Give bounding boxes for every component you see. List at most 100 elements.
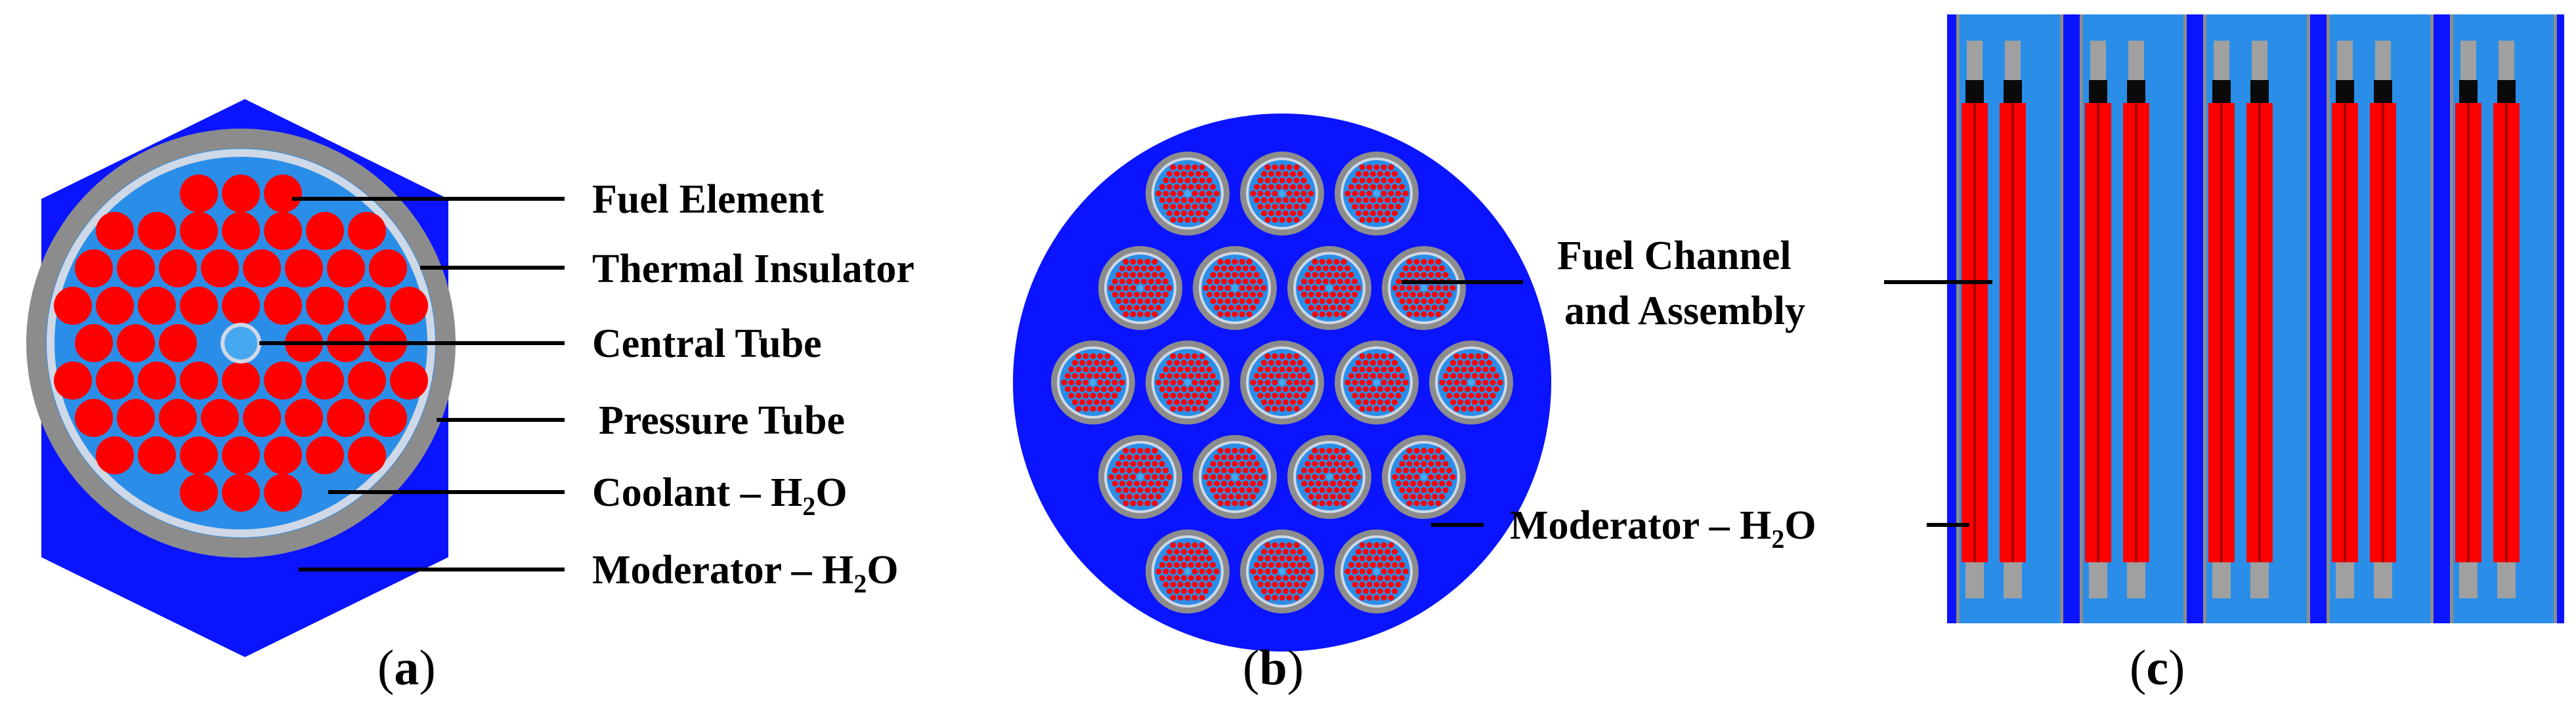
fuel-pin xyxy=(1392,210,1398,217)
fuel-pin xyxy=(1184,581,1191,588)
fuel-pin xyxy=(1253,298,1260,304)
fuel-pin xyxy=(1123,500,1129,507)
fuel-pin xyxy=(1356,360,1362,366)
fuel-pin xyxy=(1174,575,1180,581)
fuel-pin xyxy=(1195,562,1201,568)
fuel-pin xyxy=(1301,480,1307,487)
fuel-pin xyxy=(1235,304,1241,311)
fuel-pin xyxy=(1425,467,1430,474)
fuel-pin xyxy=(1203,562,1209,568)
fuel-pin xyxy=(1290,184,1296,190)
fuel-pin xyxy=(1396,480,1402,487)
fuel-pin xyxy=(1177,594,1184,601)
fuel-pin xyxy=(1127,265,1132,272)
fuel-pin xyxy=(1199,203,1205,210)
fuel-pin xyxy=(1330,265,1336,272)
fuel-pin xyxy=(1174,360,1180,366)
fuel-pin xyxy=(1155,278,1161,285)
fuel-pin xyxy=(1381,353,1387,360)
fuel-element xyxy=(96,287,134,325)
label-moderator-b-sub: 2 xyxy=(1771,524,1784,554)
fuel-pin xyxy=(1348,285,1354,291)
fuel-pin xyxy=(1413,474,1420,480)
fuel-pin xyxy=(1293,568,1300,575)
fuel-pin xyxy=(1199,405,1205,412)
fuel-pin xyxy=(1141,454,1147,461)
fuel-pin xyxy=(1490,392,1496,399)
fuel-pin xyxy=(1137,500,1144,507)
fuel-pin xyxy=(1286,555,1293,562)
fuel-pin xyxy=(1170,542,1176,549)
fuel-pin xyxy=(1293,405,1300,412)
fuel-pin xyxy=(1363,588,1369,594)
fuel-pin xyxy=(1243,467,1249,474)
fuel-pin xyxy=(1214,480,1220,487)
fuel-rod-gap xyxy=(2097,103,2099,562)
fuel-pin xyxy=(1250,379,1256,386)
lower-end-fitting xyxy=(2336,562,2354,598)
fuel-pin xyxy=(1326,487,1333,493)
fuel-pin xyxy=(1373,594,1380,601)
fuel-pin xyxy=(1130,447,1136,454)
fuel-pin xyxy=(1217,487,1224,493)
fuel-pin xyxy=(1155,291,1161,298)
fuel-pin xyxy=(1392,285,1398,291)
fuel-pin xyxy=(1475,392,1482,399)
fuel-pin xyxy=(1217,500,1224,507)
fuel-pin xyxy=(1232,500,1238,507)
fuel-pin xyxy=(1344,493,1350,500)
fuel-pin xyxy=(1243,493,1249,500)
fuel-element xyxy=(222,362,260,400)
fuel-pin xyxy=(1094,373,1100,379)
fuel-pin xyxy=(1344,291,1350,298)
fuel-pin xyxy=(1257,190,1264,197)
label-coolant-sub: 2 xyxy=(802,491,815,521)
fuel-pin xyxy=(1243,265,1249,272)
fuel-element xyxy=(369,249,407,287)
fuel-pin xyxy=(1286,366,1293,373)
fuel-pin xyxy=(1155,190,1162,197)
fuel-pin xyxy=(1119,454,1125,461)
fuel-element xyxy=(285,399,323,437)
fuel-pin xyxy=(1385,197,1390,203)
fuel-element xyxy=(264,474,302,512)
fuel-pin xyxy=(1224,298,1231,304)
fuel-pin xyxy=(1396,291,1402,298)
fuel-pin xyxy=(1167,399,1172,405)
fuel-pin xyxy=(1385,360,1390,366)
fuel-pin xyxy=(1217,311,1224,318)
fuel-pin xyxy=(1352,568,1358,575)
fuel-pin xyxy=(1370,210,1376,217)
fuel-pin xyxy=(1170,405,1176,412)
fuel-pin xyxy=(1395,392,1402,399)
fuel-pin xyxy=(1268,360,1274,366)
fuel-pin xyxy=(1123,474,1129,480)
fuel-pin xyxy=(1137,447,1144,454)
fuel-element xyxy=(117,399,155,437)
fuel-pin xyxy=(1461,366,1467,373)
fuel-pin xyxy=(1359,366,1365,373)
fuel-pin xyxy=(1344,480,1350,487)
fuel-pin xyxy=(1297,386,1303,392)
fuel-pin xyxy=(1341,500,1347,507)
fuel-pin xyxy=(1268,575,1274,581)
fuel-pin xyxy=(1261,562,1267,568)
fuel-pin xyxy=(1439,467,1445,474)
fuel-pin xyxy=(1228,278,1234,285)
fuel-pin xyxy=(1276,575,1281,581)
fuel-rod-gap xyxy=(2258,103,2261,562)
fuel-pin xyxy=(1264,353,1271,360)
channel-central-tube xyxy=(1232,474,1238,480)
fuel-pin xyxy=(1312,285,1318,291)
fuel-pin xyxy=(1276,210,1281,217)
fuel-pin xyxy=(1392,386,1398,392)
fuel-pin xyxy=(1127,480,1132,487)
fuel-element xyxy=(96,436,134,474)
fuel-pin xyxy=(1293,203,1300,210)
fuel-pin xyxy=(1388,581,1394,588)
fuel-pin xyxy=(1490,379,1496,386)
fuel-pin xyxy=(1312,272,1318,278)
upper-end-fitting xyxy=(1967,41,1983,80)
fuel-pin xyxy=(1392,588,1398,594)
fuel-pin xyxy=(1413,487,1420,493)
